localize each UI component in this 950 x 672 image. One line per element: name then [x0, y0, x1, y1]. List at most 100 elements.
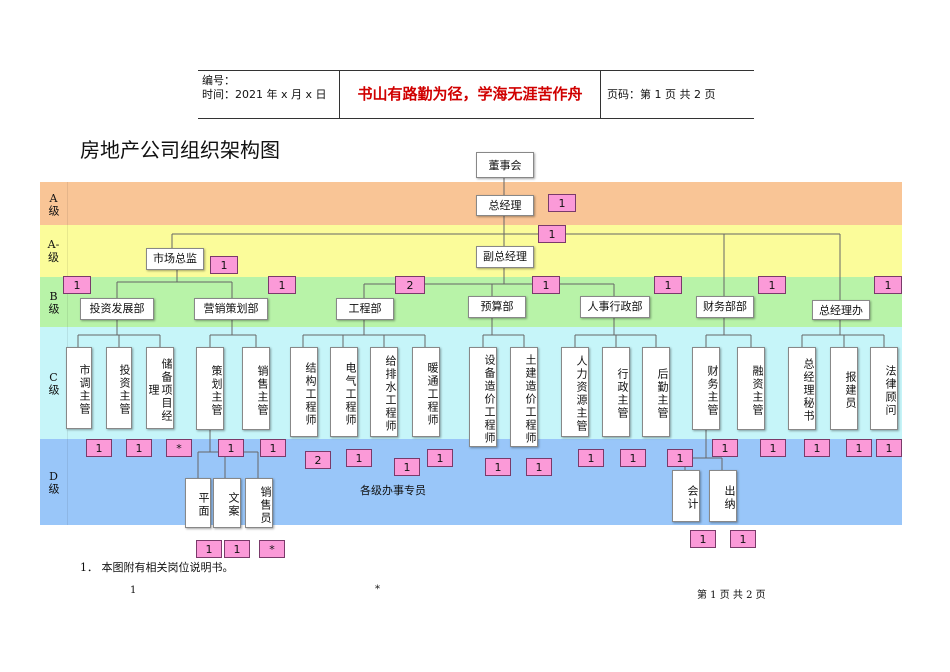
equipment-cost-engineer-label: 设备造价工程师 — [483, 353, 496, 445]
reserve-project-manager-label: 储备项目经理 — [147, 357, 173, 423]
callout-d3: * — [259, 540, 285, 558]
number-label: 编号： — [202, 74, 235, 87]
callout-hr-dept: 1 — [654, 276, 682, 294]
market-research-supervisor-node: 市调主管 — [66, 347, 92, 429]
hvac-engineer-label: 暖通工程师 — [426, 361, 439, 427]
budget-dept-node: 预算部 — [468, 296, 526, 318]
footer-page-number: 第 1 页 共 2 页 — [697, 590, 766, 601]
level-label-b: B级 — [40, 277, 68, 327]
structural-engineer-node: 结构工程师 — [290, 347, 318, 437]
page-label: 页码：第 1 页 共 2 页 — [607, 88, 716, 101]
structural-engineer-label: 结构工程师 — [304, 361, 317, 427]
callout-c6: 2 — [305, 451, 331, 469]
reserve-project-manager-node: 储备项目经理 — [146, 347, 174, 429]
admin-supervisor-label: 行政主管 — [616, 368, 629, 420]
engineering-dept-node: 工程部 — [336, 298, 394, 320]
planning-supervisor-node: 策划主管 — [196, 347, 224, 430]
board-node: 董事会 — [476, 152, 534, 178]
marketing-director-node: 市场总监 — [146, 248, 204, 270]
engineering-dept-label: 工程部 — [348, 302, 382, 315]
copywriter-label: 文案 — [227, 492, 240, 518]
level-label-c: C级 — [40, 327, 68, 439]
cashier-label: 出纳 — [723, 485, 736, 511]
callout-c5: 1 — [260, 439, 286, 457]
equipment-cost-engineer-node: 设备造价工程师 — [469, 347, 497, 447]
vgm-node: 副总经理 — [476, 246, 534, 268]
level-label-d: D级 — [40, 439, 68, 525]
callout-c7: 1 — [346, 449, 372, 467]
salesperson-node: 销售员 — [245, 478, 273, 528]
marketing-director-label: 市场总监 — [153, 252, 197, 265]
hvac-engineer-node: 暖通工程师 — [412, 347, 440, 437]
level-label-a-minus: A-级 — [40, 225, 68, 277]
footer-middle: * — [375, 584, 380, 595]
invest-dept-node: 投资发展部 — [80, 298, 154, 320]
callout-d2: 1 — [224, 540, 250, 558]
permit-officer-label: 报建员 — [844, 371, 857, 410]
callout-c2: 1 — [126, 439, 152, 457]
callout-c13: 1 — [620, 449, 646, 467]
finance-supervisor-node: 财务主管 — [692, 347, 720, 430]
callout-c18: 1 — [846, 439, 872, 457]
gm-label: 总经理 — [488, 199, 522, 212]
investment-supervisor-node: 投资主管 — [106, 347, 132, 429]
time-label: 时间：2021 年 x 月 x 日 — [202, 88, 327, 101]
legal-advisor-node: 法律顾问 — [870, 347, 898, 430]
planning-supervisor-label: 策划主管 — [210, 364, 223, 417]
callout-d4: 1 — [690, 530, 716, 548]
electrical-engineer-label: 电气工程师 — [344, 361, 357, 427]
graphic-designer-label: 平面 — [197, 492, 210, 518]
motto: 书山有路勤为径，学海无涯苦作舟 — [340, 71, 601, 118]
civil-cost-engineer-label: 土建造价工程师 — [524, 353, 537, 445]
accountant-label: 会计 — [686, 485, 699, 511]
callout-c15: 1 — [712, 439, 738, 457]
sales-supervisor-label: 销售主管 — [256, 364, 269, 417]
hr-supervisor-node: 人力资源主管 — [561, 347, 589, 437]
callout-c12: 1 — [578, 449, 604, 467]
gm-secretary-label: 总经理秘书 — [802, 358, 815, 423]
callout-gm: 1 — [548, 194, 576, 212]
logistics-supervisor-node: 后勤主管 — [642, 347, 670, 437]
finance-dept-label: 财务部部 — [703, 300, 747, 313]
callout-c19: 1 — [876, 439, 902, 457]
callout-gm-office: 1 — [874, 276, 902, 294]
callout-c16: 1 — [760, 439, 786, 457]
callout-budget-dept: 1 — [532, 276, 560, 294]
marketing-dept-node: 营销策划部 — [194, 298, 268, 320]
finance-dept-node: 财务部部 — [696, 296, 754, 318]
d-level-text: 各级办事专员 — [360, 484, 426, 497]
footer-left: 1 — [130, 585, 137, 596]
permit-officer-node: 报建员 — [830, 347, 858, 430]
callout-finance-dept: 1 — [758, 276, 786, 294]
callout-c8: 1 — [394, 458, 420, 476]
invest-dept-label: 投资发展部 — [89, 302, 145, 315]
callout-d1: 1 — [196, 540, 222, 558]
callout-c9: 1 — [427, 449, 453, 467]
callout-c17: 1 — [804, 439, 830, 457]
logistics-supervisor-label: 后勤主管 — [656, 368, 669, 420]
electrical-engineer-node: 电气工程师 — [330, 347, 358, 437]
gm-secretary-node: 总经理秘书 — [788, 347, 816, 430]
callout-c4: 1 — [218, 439, 244, 457]
finance-supervisor-label: 财务主管 — [706, 364, 719, 417]
investment-supervisor-label: 投资主管 — [118, 364, 131, 416]
hr-supervisor-label: 人力资源主管 — [575, 355, 588, 433]
document-header: 编号： 时间：2021 年 x 月 x 日 书山有路勤为径，学海无涯苦作舟 页码… — [198, 70, 754, 119]
footnote: 1． 本图附有相关岗位说明书。 — [80, 561, 234, 574]
copywriter-node: 文案 — [213, 478, 241, 528]
callout-marketing-dept: 1 — [268, 276, 296, 294]
board-label: 董事会 — [488, 159, 522, 172]
financing-supervisor-label: 融资主管 — [751, 364, 764, 417]
legal-advisor-label: 法律顾问 — [884, 364, 897, 417]
salesperson-label: 销售员 — [259, 485, 272, 525]
gm-office-node: 总经理办 — [812, 300, 870, 320]
callout-marketing-director: 1 — [210, 256, 238, 274]
callout-engineering-dept: 2 — [395, 276, 425, 294]
hr-admin-dept-node: 人事行政部 — [580, 296, 650, 318]
marketing-dept-label: 营销策划部 — [203, 302, 259, 315]
accountant-node: 会计 — [672, 470, 700, 522]
civil-cost-engineer-node: 土建造价工程师 — [510, 347, 538, 447]
callout-c10: 1 — [485, 458, 511, 476]
market-research-supervisor-label: 市调主管 — [78, 364, 91, 416]
callout-c11: 1 — [526, 458, 552, 476]
